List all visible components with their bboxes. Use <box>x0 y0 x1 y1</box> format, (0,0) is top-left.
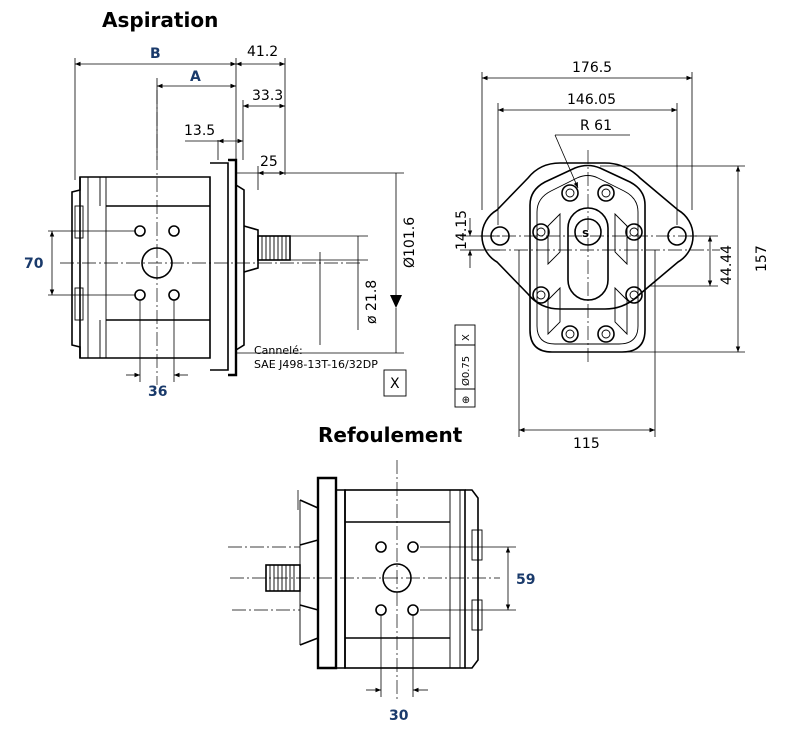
tol-symbol: ⊕ <box>461 396 472 404</box>
dim-dia-101-6: Ø101.6 <box>402 217 418 268</box>
dim-b: B <box>150 46 161 62</box>
dim-44-44: 44.44 <box>719 245 735 285</box>
dim-36: 36 <box>148 384 167 400</box>
dim-30: 30 <box>389 708 409 724</box>
tol-datum: X <box>461 334 472 341</box>
spline-label: Cannelé: <box>254 344 303 357</box>
dim-33-3: 33.3 <box>252 88 283 104</box>
dim-25: 25 <box>260 154 278 170</box>
svg-text:S: S <box>582 229 589 240</box>
dim-70: 70 <box>24 256 44 272</box>
dim-a: A <box>190 69 201 85</box>
title-refoulement: Refoulement <box>318 423 463 447</box>
dim-59: 59 <box>516 572 535 588</box>
spline-spec: SAE J498-13T-16/32DP <box>254 358 378 371</box>
dim-176-5: 176.5 <box>572 60 612 76</box>
dim-41-2: 41.2 <box>247 44 278 60</box>
side-view-aspiration <box>48 58 407 397</box>
dim-14-15: 14.15 <box>454 210 470 250</box>
dim-157: 157 <box>754 245 770 272</box>
front-view: S <box>454 72 745 437</box>
dim-dia-21-8: ø 21.8 <box>364 280 380 324</box>
title-aspiration: Aspiration <box>102 8 218 32</box>
dim-146-05: 146.05 <box>567 92 616 108</box>
side-view-refoulement <box>228 460 516 700</box>
dim-115: 115 <box>573 436 600 452</box>
datum-x: X <box>390 376 400 392</box>
dim-r61: R 61 <box>580 118 612 134</box>
dim-13-5: 13.5 <box>184 123 215 139</box>
tol-value: Ø0.75 <box>460 356 472 386</box>
